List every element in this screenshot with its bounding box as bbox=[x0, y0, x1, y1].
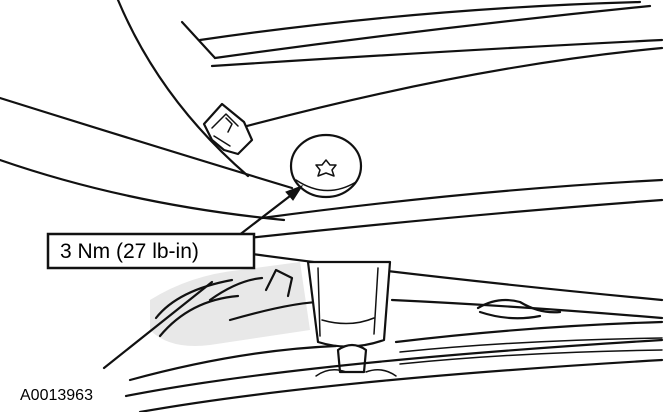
reference-leader bbox=[102, 280, 214, 370]
torque-callout: 3 Nm (27 lb-in) bbox=[46, 232, 256, 270]
torx-screw-icon bbox=[289, 133, 363, 199]
retaining-clip-icon bbox=[202, 102, 254, 156]
torque-label: 3 Nm (27 lb-in) bbox=[60, 240, 199, 263]
leader-arrow-icon bbox=[236, 185, 304, 238]
trim-panel-outline bbox=[0, 0, 664, 302]
figure-id: A0013963 bbox=[20, 387, 93, 404]
lower-assembly bbox=[124, 260, 664, 412]
